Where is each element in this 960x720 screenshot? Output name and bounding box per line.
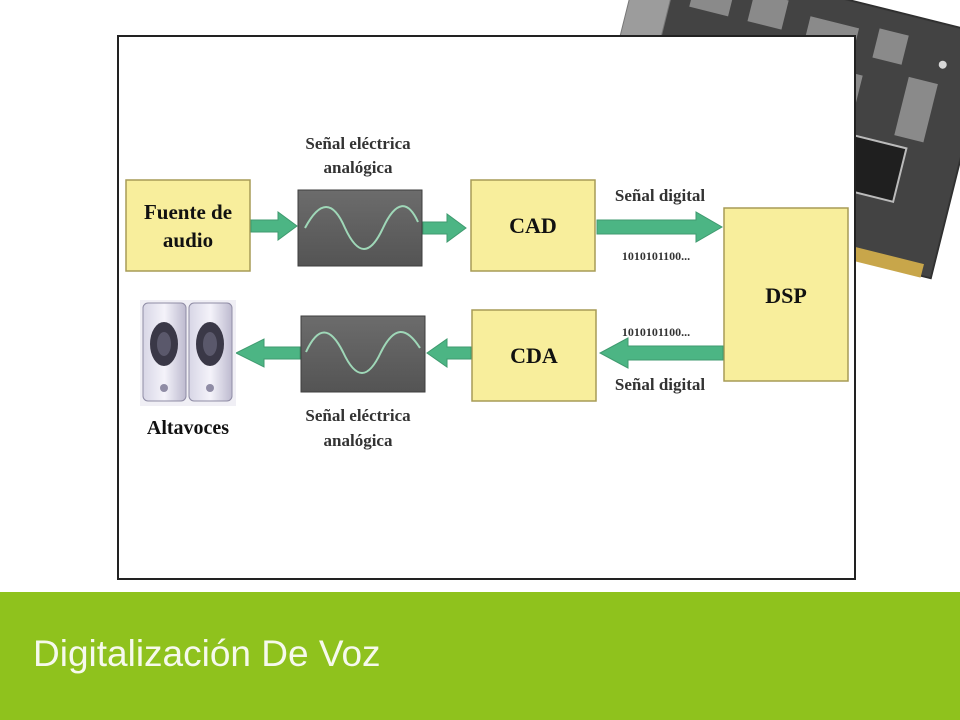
arrow-cda-to-scope [426,338,472,368]
audio-source-block: Fuente de audio [125,179,251,272]
bits-label-top: 1010101100... [622,249,690,263]
title-bar [0,592,960,720]
speakers-label: Altavoces [147,417,229,439]
oscilloscope-screen-bottom [300,315,426,393]
arrow-scope-to-cad [422,213,467,243]
arrow-source-to-scope [250,211,298,241]
digital-signal-label-top: Señal digital [615,186,705,205]
arrow-dsp-to-cda [598,337,724,369]
analog-signal-label-bottom-1: Señal eléctrica [305,406,411,425]
arrow-cad-to-dsp [596,211,724,243]
cda-block: CDA [471,309,597,402]
cda-label: CDA [510,343,558,368]
oscilloscope-screen-top [297,189,423,267]
cad-block: CAD [470,179,596,272]
analog-signal-label-bottom-2: analógica [324,431,393,450]
audio-source-label-2: audio [163,228,213,252]
slide-title: Digitalización De Voz [33,633,381,674]
dsp-label: DSP [765,283,807,308]
bits-label-bottom: 1010101100... [622,325,690,339]
analog-signal-label-top-2: analógica [324,158,393,177]
digital-signal-label-bottom: Señal digital [615,375,705,394]
arrow-scope-to-speakers [234,338,301,368]
analog-signal-label-top-1: Señal eléctrica [305,134,411,153]
cad-label: CAD [509,213,557,238]
dsp-block: DSP [723,207,849,382]
audio-source-label-1: Fuente de [144,200,232,224]
speakers-image [140,300,236,406]
